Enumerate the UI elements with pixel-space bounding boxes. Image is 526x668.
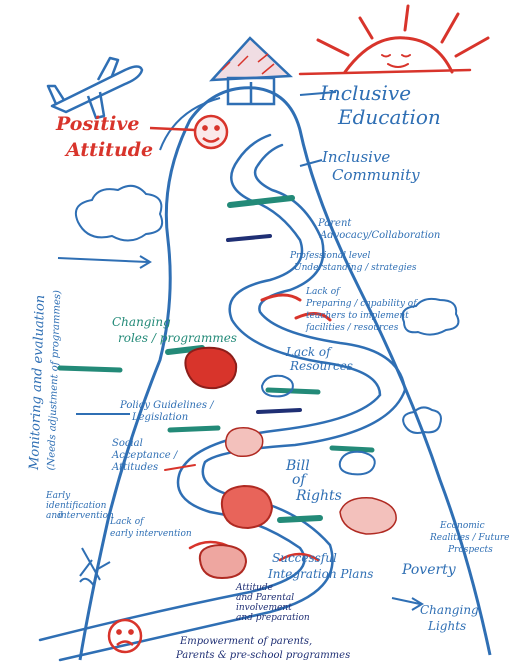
economic-realities-label: Economic Realities / Future Prospects <box>429 521 512 555</box>
sun-icon <box>300 6 488 74</box>
early-identification-label: Early identification and intervention <box>45 491 114 521</box>
house-icon <box>212 38 290 104</box>
positive-attitude-label: Positive Attitude <box>55 113 153 161</box>
inclusive-education-label: Inclusive Education <box>319 81 441 129</box>
parent-advocacy-label: Parent Advocacy/Collaboration <box>317 218 440 241</box>
social-inclusion-label: Social Acceptance / Attitudes <box>111 438 180 473</box>
airplane-icon <box>48 58 142 118</box>
inclusive-community-label: Inclusive Community <box>321 148 420 184</box>
professional-development-label: Professional level Understanding / strat… <box>289 251 417 273</box>
monitoring-evaluation-label: Monitoring and evaluation (Needs adjustm… <box>27 289 63 471</box>
lack-of-resources-label: Lack of Resources <box>285 345 353 373</box>
poverty-label: Poverty <box>401 562 457 578</box>
empowerment-label: Empowerment of parents, Parents & pre-sc… <box>175 636 350 661</box>
policy-guidelines-label: Policy Guidelines / Legislation <box>119 400 217 423</box>
changing-lights-label: Changing Lights <box>420 603 483 633</box>
sad-face-icon <box>109 620 141 652</box>
bill-of-rights-label: Bill of Rights <box>285 458 342 504</box>
successful-integration-label: Successful Integration Plans <box>267 551 373 581</box>
changing-roles-label: Changing roles / programmes <box>112 315 237 345</box>
lack-of-early-intervention-label: Lack of early intervention <box>109 517 192 539</box>
smiley-face-icon <box>195 116 227 148</box>
